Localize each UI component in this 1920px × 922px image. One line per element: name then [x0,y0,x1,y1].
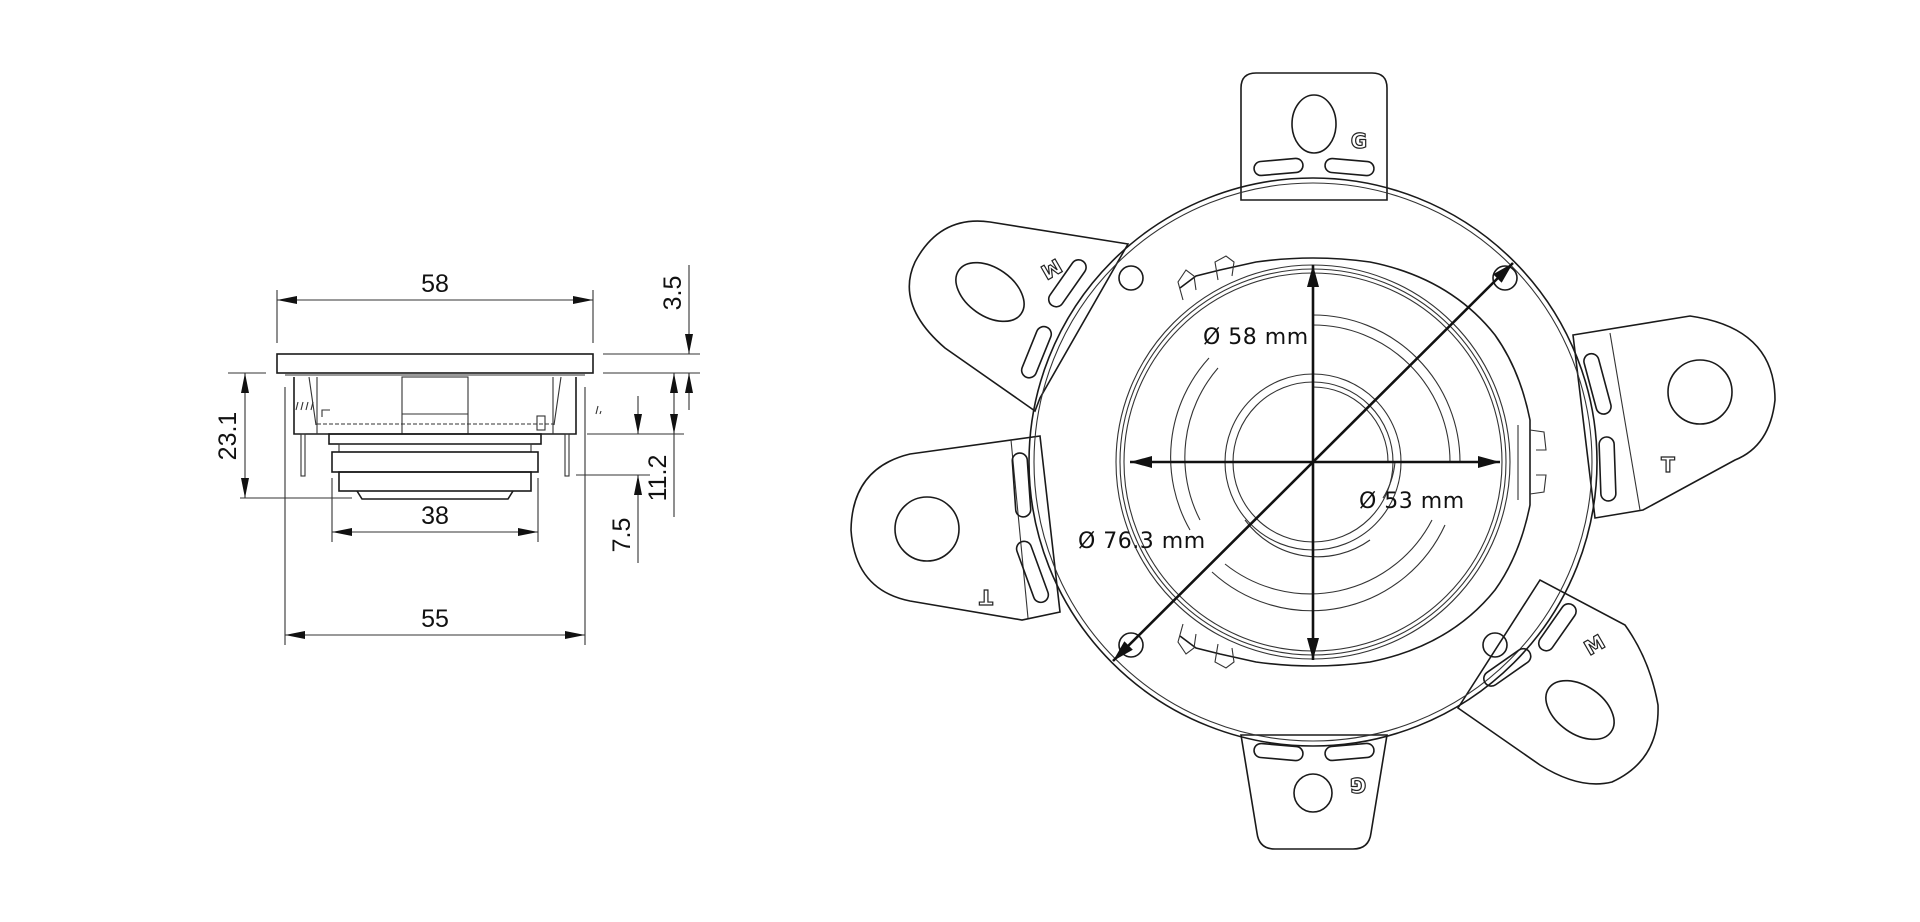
tab-upper-left-slot [955,261,1025,323]
mount-hole-lr [1482,632,1508,658]
magnet [331,451,539,473]
marking-t-right: T [1661,453,1675,477]
tab-left-hole [894,496,960,562]
tab-lower-right [1456,578,1659,785]
tab-right-hole [1667,359,1733,425]
dim-label-58: 58 [421,270,449,298]
flange [276,353,594,374]
dim-label-76mm: Ø 76.3 mm [1078,529,1206,554]
clip-right [1529,429,1547,495]
tab-bottom-hole [1293,773,1333,813]
marking-g-top: G [1351,129,1367,153]
mount-hole-ul [1118,265,1144,291]
tab-right [1572,315,1776,519]
tab-left [850,435,1061,621]
terminal-tab [536,415,546,431]
tab-bottom [1240,734,1388,850]
dim-label-7-5: 7.5 [608,518,636,553]
dim-label-58mm: Ø 58 mm [1203,325,1309,350]
marking-m-lower-right: M [1580,630,1609,661]
tab-top [1240,72,1388,201]
terminal-pin-left [300,433,306,477]
marking-t-left: T [979,585,993,609]
mounting-ring-outer [1028,177,1598,747]
side-view: 58 38 55 23.1 3.5 11.2 7.5 [214,265,700,645]
marking-m-upper-left: M [1037,254,1066,285]
tab-lower-right-slot [1545,679,1615,741]
dim-label-23-1: 23.1 [214,412,242,461]
dim-label-53mm: Ø 53 mm [1359,489,1465,514]
dim-line-76mm [1112,262,1514,662]
dim-label-55: 55 [421,605,449,633]
marking-g-bottom: G [1350,773,1366,797]
dim-label-3-5: 3.5 [659,276,687,311]
mount-hole-ll [1118,632,1144,658]
basket-body [293,377,577,435]
tab-top-slot [1291,94,1337,154]
dim-label-38: 38 [421,502,449,530]
basket-rim [1179,257,1531,667]
dim-label-11-2: 11.2 [644,455,672,502]
front-view: G G M T T M [850,72,1776,850]
tab-upper-left [908,220,1130,413]
terminal-pin-right [564,433,570,477]
